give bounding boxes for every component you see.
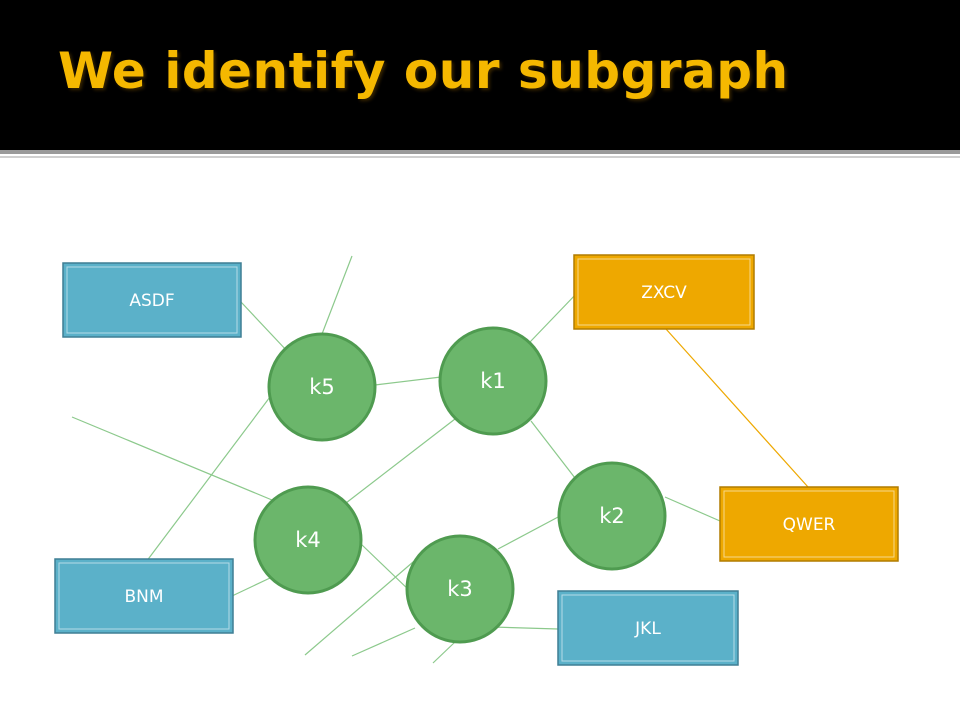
title-bar: We identify our subgraph [0,0,960,150]
node-k5: k5 [267,332,377,442]
edge-k1-zxcv [529,291,579,343]
k3-outgoing-edge-1 [304,555,421,656]
box-label-jkl: JKL [634,619,661,639]
edge-asdf-k5 [240,301,289,353]
box-asdf: ASDF [62,262,242,338]
box-jkl: JKL [557,590,739,666]
node-k2: k2 [557,461,667,571]
node-k4: k4 [253,485,363,595]
box-label-qwer: QWER [783,515,836,535]
edge-k2-qwer [664,496,721,522]
k3-outgoing-edge-2 [351,627,416,657]
title-divider-thin [0,156,960,158]
edge-k4-bnm [231,577,271,597]
k3-outgoing-edge-3 [432,641,456,664]
edges-layer [71,255,809,664]
edge-k1-k2 [530,420,576,479]
node-label-k1: k1 [480,369,506,393]
box-label-asdf: ASDF [129,291,174,311]
edge-zxcv-qwer [665,328,809,488]
box-label-zxcv: ZXCV [641,283,687,303]
edge-k2-k3 [497,515,561,550]
box-qwer: QWER [719,486,899,562]
edge-k5-k1 [374,376,442,386]
k5-outgoing-edge [321,255,353,335]
node-k3: k3 [405,534,515,644]
box-bnm: BNM [54,558,234,634]
edge-k5-bnm [145,388,277,563]
boxes-layer: ASDF ZXCV QWER BNM JKL [54,254,899,666]
node-label-k5: k5 [309,375,335,399]
edge-k1-k4 [345,418,456,504]
box-label-bnm: BNM [124,587,163,607]
title-divider [0,150,960,154]
edge-k4-k3 [360,543,412,593]
k4-outgoing-edge [71,416,273,501]
box-zxcv: ZXCV [573,254,755,330]
edge-k3-jkl [491,626,559,630]
node-label-k4: k4 [295,528,321,552]
slide-title: We identify our subgraph [58,42,789,100]
node-label-k3: k3 [447,577,473,601]
node-k1: k1 [438,326,548,436]
nodes-layer: k1 k2 k3 k4 k5 [253,326,667,644]
node-label-k2: k2 [599,504,625,528]
